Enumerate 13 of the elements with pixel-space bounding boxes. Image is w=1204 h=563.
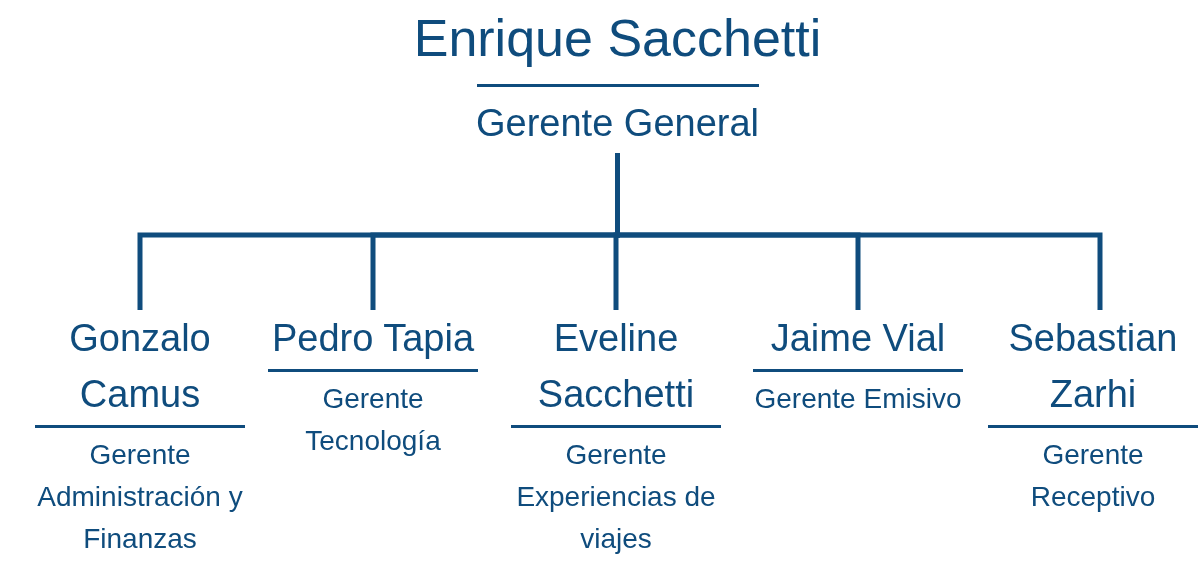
person-name: Gonzalo Camus xyxy=(68,316,212,417)
job-title: Gerente Emisivo xyxy=(754,382,962,416)
job-title: Gerente Administración y Finanzas xyxy=(36,438,244,556)
job-title: Gerente Experiencias de viajes xyxy=(515,438,717,556)
job-title: Gerente Tecnología xyxy=(304,382,442,458)
person-name: Enrique Sacchetti xyxy=(413,8,822,68)
person-name: Jaime Vial xyxy=(770,316,946,361)
job-title: Gerente Receptivo xyxy=(1029,438,1157,514)
job-title: Gerente General xyxy=(475,101,760,146)
person-name: Sebastian Zarhi xyxy=(1007,316,1179,417)
connector-line xyxy=(615,153,1103,310)
person-name: Pedro Tapia xyxy=(271,316,475,361)
person-name: Eveline Sacchetti xyxy=(536,316,696,417)
